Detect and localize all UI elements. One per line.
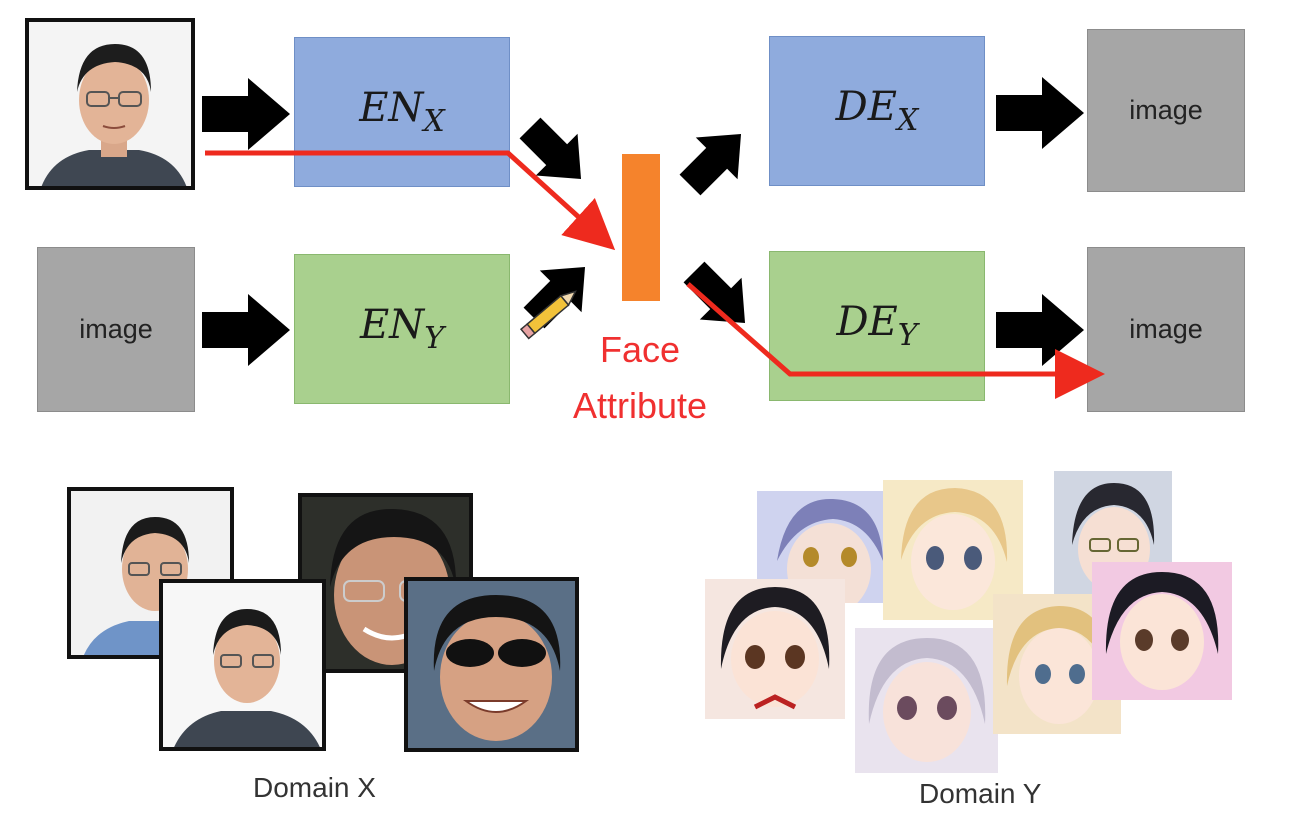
anime-face-icon (705, 579, 845, 719)
encoder-x-box: ENX (294, 37, 510, 187)
decoder-y-label: DEY (836, 299, 918, 353)
arrow-input-to-enc-y (202, 294, 290, 366)
output-image-box-y: image (1087, 247, 1245, 412)
domain-y-anime-6 (993, 594, 1121, 734)
domain-y-anime-4 (705, 579, 845, 719)
anime-face-icon (855, 628, 998, 773)
domain-y-anime-7 (1092, 562, 1232, 700)
domain-x-caption: Domain X (253, 772, 376, 803)
arrow-dec-y-to-output (996, 294, 1084, 366)
encoder-y-box: ENY (294, 254, 510, 404)
output-image-x-label: image (1129, 95, 1203, 125)
domain-y-caption: Domain Y (919, 778, 1042, 809)
decoder-x-label: DEX (835, 84, 919, 138)
input-face-photo (25, 18, 195, 190)
domain-x-photo-3 (159, 579, 326, 751)
domain-x-photo-4 (404, 577, 579, 752)
input-image-box-y: image (37, 247, 195, 412)
person-portrait-icon (408, 581, 575, 748)
anime-face-icon (993, 594, 1121, 734)
output-image-y-label: image (1129, 314, 1203, 344)
output-image-box-x: image (1087, 29, 1245, 192)
person-portrait-icon (163, 583, 322, 747)
arrow-latent-to-dec-x (669, 113, 762, 206)
decoder-y-box: DEY (769, 251, 985, 401)
encoder-y-label: ENY (359, 302, 444, 356)
decoder-x-box: DEX (769, 36, 985, 186)
arrow-enc-x-to-latent (509, 107, 602, 200)
arrow-dec-x-to-output (996, 77, 1084, 149)
domain-y-anime-5 (855, 628, 998, 773)
anime-face-icon (1092, 562, 1232, 700)
input-image-label: image (79, 314, 153, 344)
arrow-input-to-enc-x (202, 78, 290, 150)
person-portrait-icon (29, 22, 191, 186)
face-attribute-label: Face Attribute (572, 329, 708, 426)
face-attribute-latent (622, 154, 660, 301)
encoder-x-label: ENX (359, 85, 445, 139)
